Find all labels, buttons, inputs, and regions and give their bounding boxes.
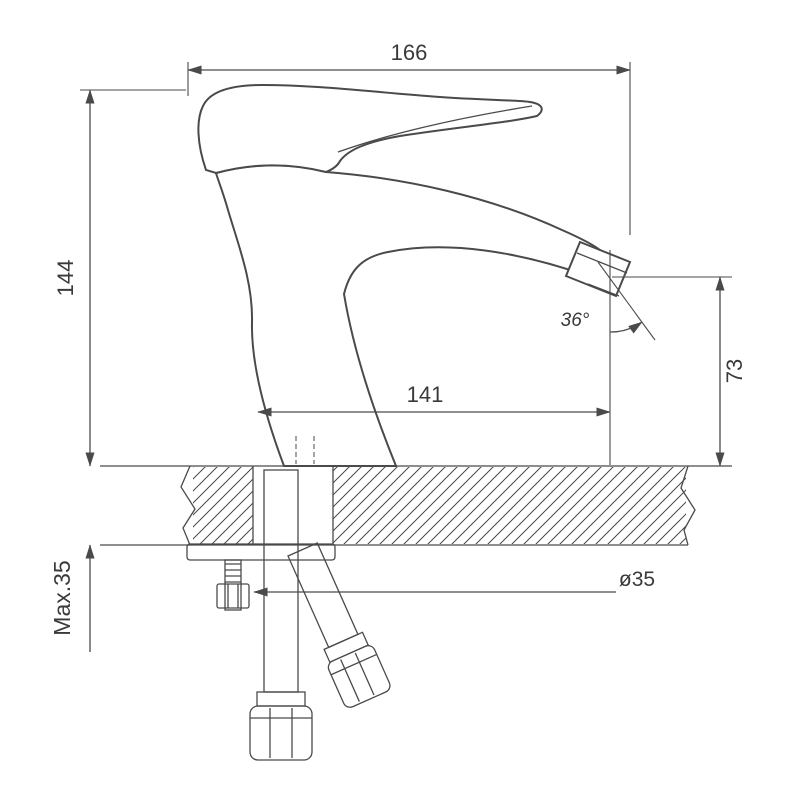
mounting-stud [216,559,250,611]
deck-break-left [180,465,196,546]
stud-nut [216,583,250,609]
dim-label-141: 141 [407,382,444,407]
deck-break-right [680,465,696,546]
dimension-166: 166 [187,40,631,235]
supply-hose-angled [287,542,391,708]
hose-nut-vertical [249,705,313,761]
internal-tailpiece-hidden [295,436,315,464]
mounting-hardware [186,469,391,761]
dimension-max35: Max.35 [49,544,188,652]
dimension-141: 141 [257,250,611,465]
hose-ferrule-angled [323,631,370,664]
dim-label-angle: 36° [561,310,590,331]
hose-nut-angled [327,645,391,708]
spout-flow-line [597,261,656,341]
deck-hatch-right [333,467,686,544]
dim-label-166: 166 [391,40,428,65]
spout-aerator-lines [576,252,628,297]
dim-label-144: 144 [53,260,78,297]
dimension-diameter-35: ø35 [253,568,655,597]
dimension-73: 73 [612,276,747,467]
hose-ferrule-vertical [256,691,306,707]
dim-label-max35: Max.35 [49,560,75,635]
dimension-144: 144 [53,89,186,467]
body-and-spout-outline [214,164,602,467]
mounting-flange [186,543,336,561]
faucet-body [197,83,632,467]
handle-crease [337,105,533,153]
dim-label-diameter: ø35 [619,568,655,591]
hose-braid-vertical [263,469,299,693]
stud-threads [225,563,241,583]
deck-outline [100,465,732,546]
dim-label-73: 73 [722,359,747,383]
dimension-angle-36: 36° [561,261,656,341]
countertop-section [193,466,686,545]
handle-lever [197,83,543,175]
supply-hose-vertical [249,469,313,761]
deck-hatch-left [193,467,253,544]
angle-arc [609,321,643,334]
